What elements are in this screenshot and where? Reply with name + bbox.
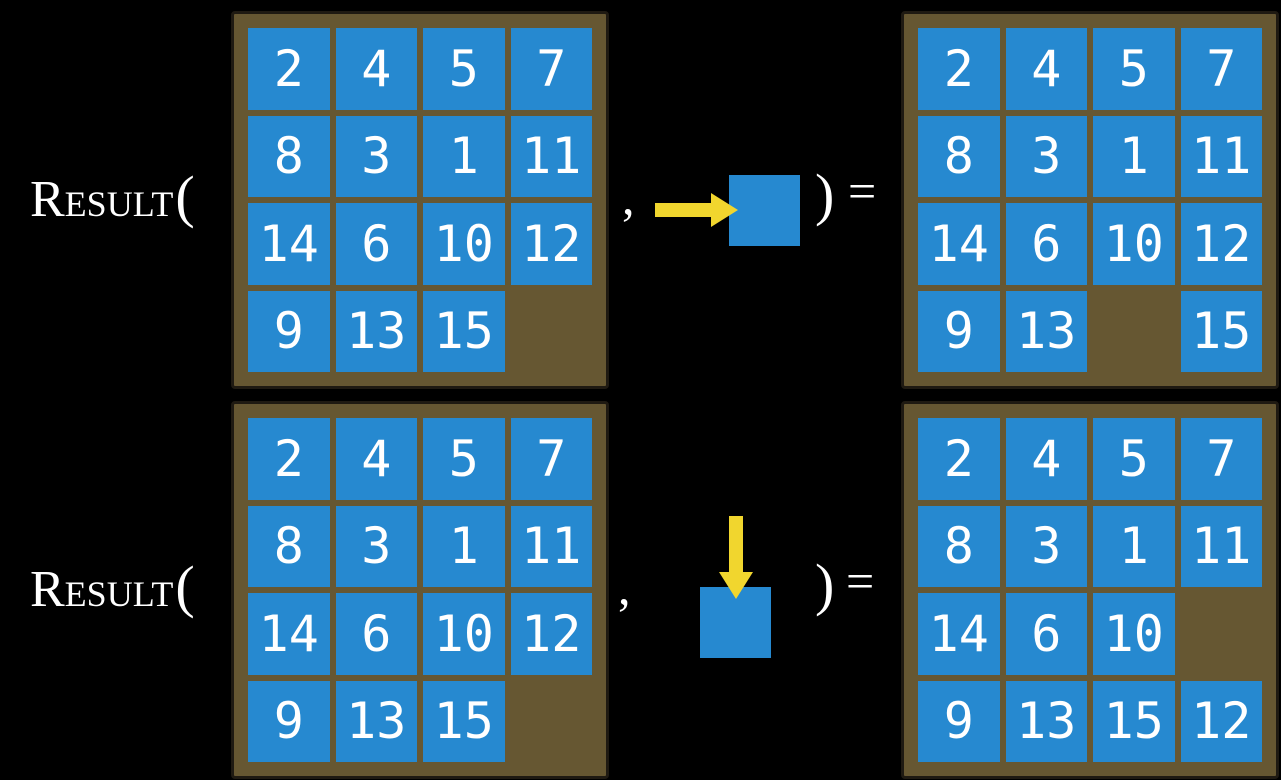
state-board-1: 2 4 5 7 8 3 1 11 14 6 10 12 9 13 15: [231, 11, 609, 389]
blank-action-tile: [729, 175, 800, 246]
open-paren: (: [175, 164, 195, 229]
puzzle-tile: 10: [423, 203, 505, 285]
puzzle-tile: 6: [1005, 203, 1087, 285]
puzzle-tile: 15: [1093, 680, 1175, 762]
puzzle-tile: 14: [248, 593, 330, 675]
close-paren: ): [815, 162, 835, 227]
puzzle-tile: 3: [1005, 115, 1087, 197]
puzzle-tile: 10: [1093, 203, 1175, 285]
puzzle-tile: 2: [248, 28, 330, 110]
blank-action-tile: [700, 587, 771, 658]
blank-cell: [511, 681, 593, 763]
puzzle-tile: 5: [1093, 418, 1175, 500]
puzzle-tile: 15: [1180, 290, 1262, 372]
puzzle-tile: 9: [248, 290, 330, 372]
function-name: Result: [30, 561, 174, 618]
puzzle-tile: 14: [918, 593, 1000, 675]
result-board-1: 2 4 5 7 8 3 1 11 14 6 10 12 9 13 15: [901, 11, 1279, 389]
puzzle-tile: 13: [1005, 680, 1087, 762]
puzzle-tile: 11: [510, 505, 592, 587]
puzzle-tile: 14: [248, 203, 330, 285]
equals-sign: =: [848, 163, 877, 219]
open-paren: (: [175, 554, 195, 619]
puzzle-tile: 3: [335, 505, 417, 587]
puzzle-tile: 13: [1005, 290, 1087, 372]
result-function-label: Result(: [30, 168, 195, 226]
puzzle-tile: 11: [510, 115, 592, 197]
result-board-2: 2 4 5 7 8 3 1 11 14 6 10 9 13 15 12: [901, 401, 1279, 779]
puzzle-tile: 8: [918, 505, 1000, 587]
puzzle-tile: 7: [510, 28, 592, 110]
comma-separator: ,: [622, 169, 635, 225]
puzzle-tile: 4: [335, 28, 417, 110]
puzzle-tile: 15: [423, 290, 505, 372]
equals-sign: =: [846, 553, 875, 609]
puzzle-tile: 7: [1180, 418, 1262, 500]
down-arrow-icon: [718, 516, 754, 600]
puzzle-tile: 3: [1005, 505, 1087, 587]
puzzle-tile: 2: [918, 28, 1000, 110]
puzzle-tile: 7: [510, 418, 592, 500]
puzzle-tile: 4: [335, 418, 417, 500]
blank-cell: [1093, 291, 1175, 373]
puzzle-tile: 5: [423, 418, 505, 500]
puzzle-tile: 11: [1180, 115, 1262, 197]
result-function-label: Result(: [30, 558, 195, 616]
puzzle-tile: 13: [335, 290, 417, 372]
puzzle-tile: 2: [248, 418, 330, 500]
puzzle-tile: 8: [918, 115, 1000, 197]
puzzle-tile: 9: [918, 680, 1000, 762]
puzzle-tile: 5: [1093, 28, 1175, 110]
puzzle-tile: 1: [1093, 505, 1175, 587]
puzzle-tile: 12: [510, 203, 592, 285]
puzzle-tile: 10: [1093, 593, 1175, 675]
puzzle-tile: 9: [248, 680, 330, 762]
puzzle-tile: 12: [1180, 203, 1262, 285]
puzzle-tile: 1: [1093, 115, 1175, 197]
blank-cell: [1181, 593, 1263, 675]
puzzle-tile: 4: [1005, 418, 1087, 500]
puzzle-tile: 6: [335, 593, 417, 675]
puzzle-tile: 5: [423, 28, 505, 110]
close-paren: ): [815, 552, 835, 617]
puzzle-tile: 6: [335, 203, 417, 285]
puzzle-tile: 14: [918, 203, 1000, 285]
puzzle-tile: 3: [335, 115, 417, 197]
puzzle-tile: 11: [1180, 505, 1262, 587]
comma-separator: ,: [618, 559, 631, 615]
blank-cell: [511, 291, 593, 373]
puzzle-tile: 1: [423, 505, 505, 587]
puzzle-tile: 1: [423, 115, 505, 197]
function-name: Result: [30, 171, 174, 228]
puzzle-tile: 12: [1180, 680, 1262, 762]
puzzle-tile: 7: [1180, 28, 1262, 110]
right-arrow-icon: [655, 192, 739, 228]
puzzle-tile: 13: [335, 680, 417, 762]
state-board-2: 2 4 5 7 8 3 1 11 14 6 10 12 9 13 15: [231, 401, 609, 779]
puzzle-tile: 8: [248, 505, 330, 587]
puzzle-tile: 9: [918, 290, 1000, 372]
puzzle-tile: 6: [1005, 593, 1087, 675]
puzzle-tile: 15: [423, 680, 505, 762]
puzzle-tile: 4: [1005, 28, 1087, 110]
puzzle-tile: 10: [423, 593, 505, 675]
puzzle-tile: 8: [248, 115, 330, 197]
puzzle-tile: 12: [510, 593, 592, 675]
puzzle-tile: 2: [918, 418, 1000, 500]
